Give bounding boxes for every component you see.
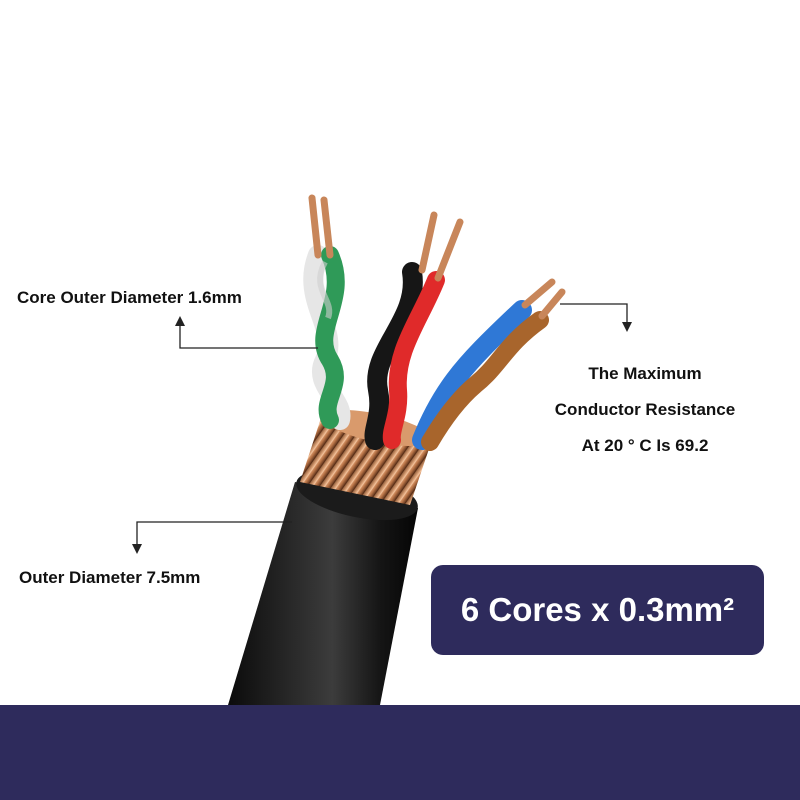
wire-pair-green-white (303, 245, 351, 430)
arrow-up-icon (175, 316, 185, 326)
wire-pair-red-black (364, 262, 445, 450)
callout-core (179, 322, 318, 349)
resistance-line-2: Conductor Resistance (554, 400, 736, 419)
resistance-label: The Maximum Conductor Resistance At 20 °… (540, 356, 750, 464)
outer-diameter-label: Outer Diameter 7.5mm (19, 568, 201, 587)
arrow-down-icon (132, 544, 142, 554)
core-diameter-label: Core Outer Diameter 1.6mm (17, 288, 242, 307)
callout-resistance (560, 303, 628, 326)
bottom-band (0, 705, 800, 800)
wire-pair-blue-brown (412, 300, 549, 451)
callout-outer (136, 521, 292, 548)
arrow-down-icon (622, 322, 632, 332)
spec-badge: 6 Cores x 0.3mm² (431, 565, 764, 655)
resistance-line-1: The Maximum (588, 364, 702, 383)
copper-strands (308, 194, 566, 320)
resistance-line-3: At 20 ° C Is 69.2 (581, 436, 709, 455)
